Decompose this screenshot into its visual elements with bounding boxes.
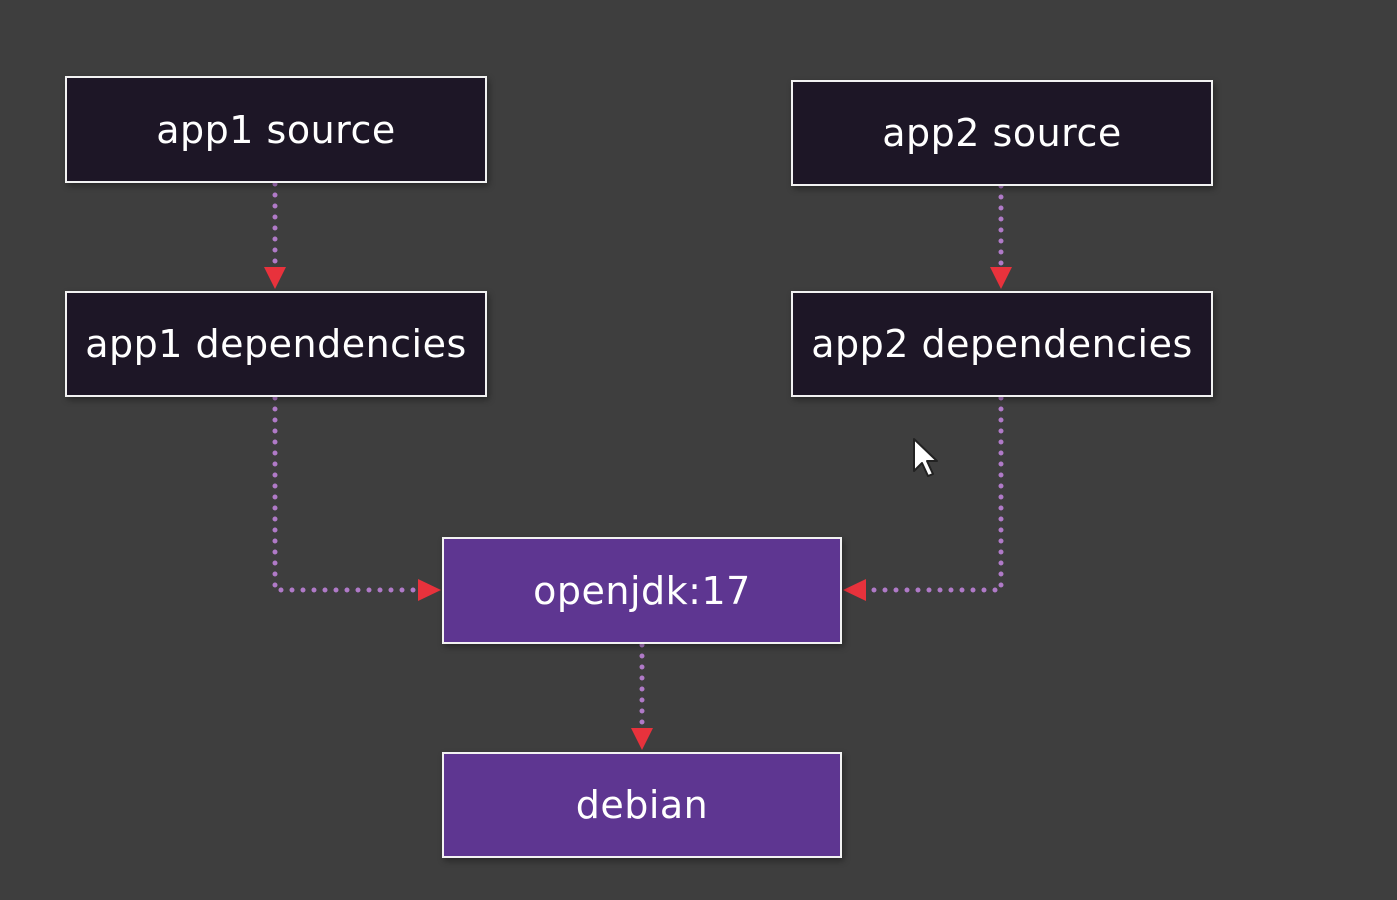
node-label: debian (575, 783, 709, 827)
arrowhead-app2-deps (990, 267, 1012, 289)
connector-app2-deps-to-openjdk (863, 395, 1004, 593)
node-app1-dependencies: app1 dependencies (65, 291, 487, 397)
node-label: openjdk:17 (533, 568, 751, 613)
arrowhead-debian (631, 728, 653, 750)
node-label: app2 source (882, 111, 1122, 155)
node-label: app1 dependencies (85, 322, 467, 366)
node-app2-source: app2 source (791, 80, 1213, 186)
arrowhead-openjdk-left (418, 579, 441, 601)
node-label: app1 source (156, 107, 396, 152)
arrowhead-app1-deps (264, 267, 286, 289)
arrowhead-openjdk-right (843, 579, 866, 601)
node-openjdk: openjdk:17 (442, 537, 842, 644)
connector-app1-deps-to-openjdk (272, 395, 421, 593)
node-app2-dependencies: app2 dependencies (791, 291, 1213, 397)
node-label: app2 dependencies (811, 322, 1193, 366)
mouse-pointer-icon (913, 438, 938, 477)
node-debian: debian (442, 752, 842, 858)
node-app1-source: app1 source (65, 76, 487, 183)
